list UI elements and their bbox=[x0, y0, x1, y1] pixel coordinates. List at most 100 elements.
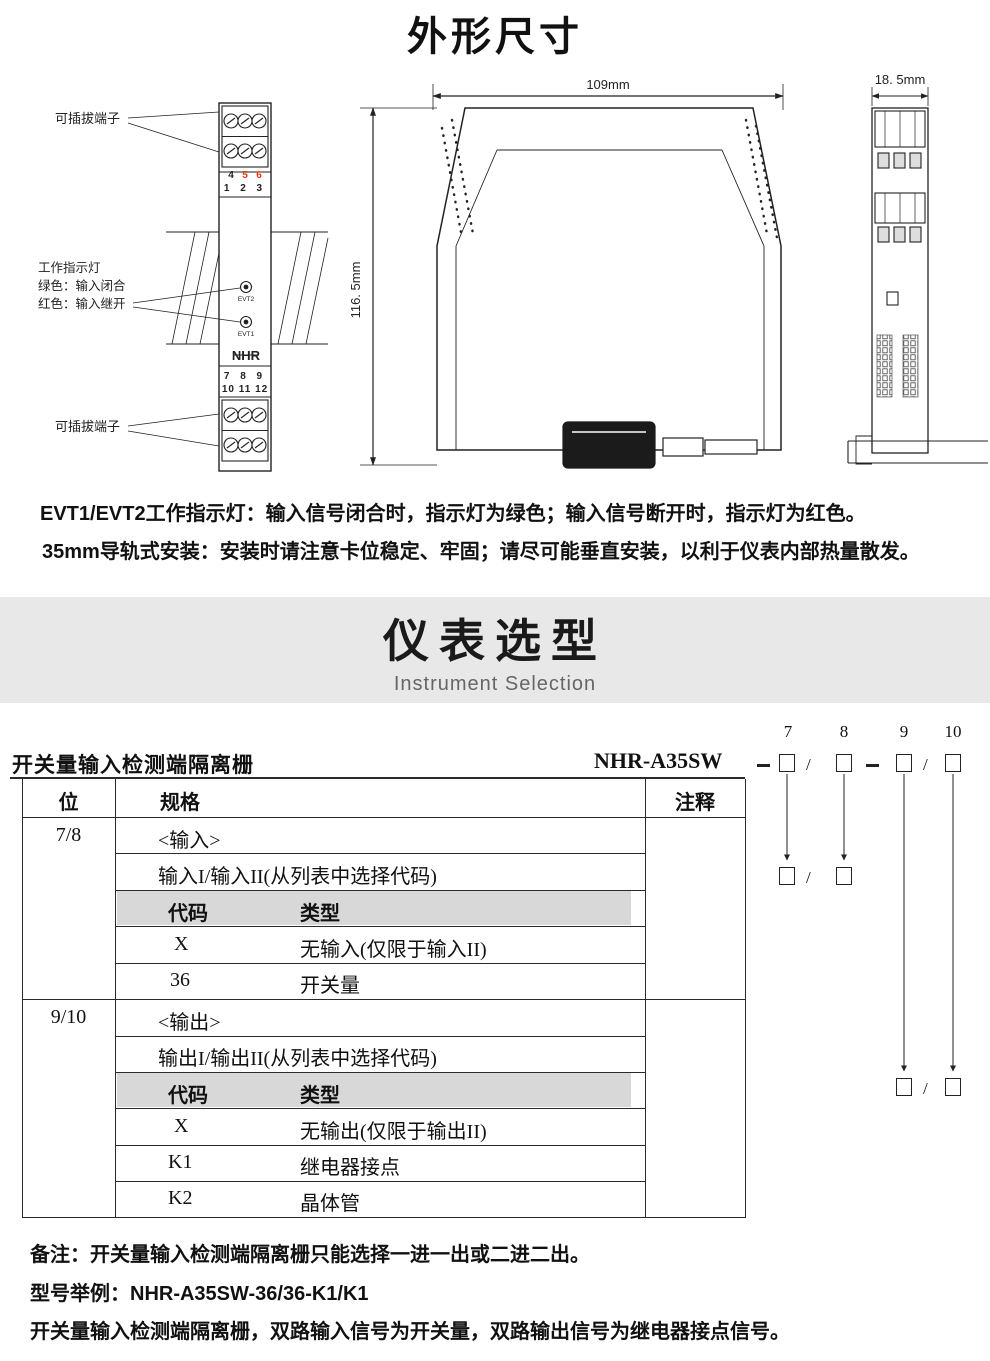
outline-drawing: 4 5 6 1 2 3 EVT2 EVT1 NHR 7 8 9 bbox=[38, 72, 988, 472]
leader-lines bbox=[127, 111, 241, 447]
din-rail-section bbox=[847, 435, 988, 465]
note-mounting: 35mm导轨式安装：安装时请注意卡位稳定、牢固；请尽可能垂直安装，以利于仪表内部… bbox=[42, 541, 920, 563]
terminal-numbers-789: 7 8 9 bbox=[224, 371, 266, 382]
section-banner: 仪表选型 Instrument Selection bbox=[0, 597, 990, 703]
group-position: 9/10 bbox=[50, 1006, 87, 1028]
digit-10: 10 bbox=[944, 722, 962, 741]
terminal-number-4: 4 bbox=[228, 170, 234, 181]
depth-view bbox=[847, 87, 988, 465]
col-header-position: 位 bbox=[58, 792, 79, 814]
code-box-9 bbox=[896, 754, 912, 772]
table-line bbox=[115, 1108, 645, 1109]
table-line bbox=[745, 779, 746, 1217]
group-subtitle: 输出I/输出II(从列表中选择代码) bbox=[158, 1048, 437, 1070]
digit-8: 8 bbox=[839, 722, 849, 741]
profile-outline bbox=[436, 107, 782, 451]
table-line bbox=[115, 1036, 645, 1037]
table-top-rule bbox=[10, 777, 745, 779]
vent-grid-1 bbox=[876, 334, 893, 398]
page-title: 外形尺寸 bbox=[407, 15, 583, 59]
label-indicator-3: 红色：输入继开 bbox=[38, 296, 126, 311]
type-label: 类型 bbox=[300, 1085, 340, 1107]
terminal-numbers-123: 1 2 3 bbox=[224, 183, 266, 194]
code-value: X bbox=[174, 1115, 189, 1137]
dim-width bbox=[432, 84, 784, 110]
product-name: 开关量输入检测端隔离栅 bbox=[12, 753, 254, 777]
code-header-band bbox=[117, 891, 631, 925]
slash: / bbox=[806, 755, 811, 774]
code-label: 代码 bbox=[168, 903, 208, 925]
output-code-box-2 bbox=[945, 1078, 961, 1096]
dim-depth bbox=[871, 87, 929, 106]
label-indicator-1: 工作指示灯 bbox=[38, 260, 101, 275]
footer-example: 型号举例：NHR-A35SW-36/36-K1/K1 bbox=[30, 1283, 369, 1305]
led-evt2 bbox=[239, 280, 253, 294]
type-value: 继电器接点 bbox=[300, 1157, 400, 1179]
table-line bbox=[22, 1217, 746, 1218]
group-title: <输入> bbox=[158, 830, 221, 852]
vent-dots bbox=[440, 118, 779, 240]
led-evt2-label: EVT2 bbox=[238, 296, 255, 303]
group-subtitle: 输入I/输入II(从列表中选择代码) bbox=[158, 866, 437, 888]
type-label: 类型 bbox=[300, 903, 340, 925]
group-position: 7/8 bbox=[55, 824, 82, 846]
col-header-note: 注释 bbox=[675, 792, 715, 814]
led-evt1-label: EVT1 bbox=[238, 331, 255, 338]
dim-depth-label: 18. 5mm bbox=[875, 72, 926, 87]
slash: / bbox=[923, 1079, 928, 1098]
table-line bbox=[22, 817, 746, 818]
din-rail-right bbox=[271, 231, 329, 345]
label-terminal-top: 可插拔端子 bbox=[55, 111, 120, 126]
rail-foot-1 bbox=[662, 437, 704, 457]
table-line bbox=[115, 926, 645, 927]
type-value: 无输入(仅限于输入II) bbox=[300, 939, 487, 961]
din-rail-left bbox=[166, 231, 220, 345]
code-value: K2 bbox=[168, 1187, 193, 1209]
footer-remark: 备注：开关量输入检测端隔离栅只能选择一进一出或二进二出。 bbox=[30, 1244, 590, 1266]
table-line bbox=[22, 999, 746, 1000]
code-box-7 bbox=[779, 754, 795, 772]
table-line bbox=[115, 779, 116, 1217]
dim-height-label: 116. 5mm bbox=[348, 262, 363, 319]
code-header-band bbox=[117, 1073, 631, 1107]
digit-7: 7 bbox=[783, 722, 793, 741]
type-value: 无输出(仅限于输出II) bbox=[300, 1121, 487, 1143]
code-box-8 bbox=[836, 754, 852, 772]
footer-description: 开关量输入检测端隔离栅，双路输入信号为开关量，双路输出信号为继电器接点信号。 bbox=[30, 1321, 790, 1343]
type-value: 晶体管 bbox=[300, 1193, 360, 1215]
terminal-numbers-101112: 10 11 12 bbox=[222, 384, 268, 395]
input-code-box-2 bbox=[836, 867, 852, 885]
terminal-block-top bbox=[221, 105, 269, 168]
code-label: 代码 bbox=[168, 1085, 208, 1107]
terminal-number-6: 6 bbox=[256, 170, 262, 181]
code-value: X bbox=[174, 933, 189, 955]
vent-grid-2 bbox=[902, 334, 919, 398]
code-box-10 bbox=[945, 754, 961, 772]
terminal-block-bottom bbox=[221, 399, 269, 462]
slash: / bbox=[806, 868, 811, 887]
dim-width-label: 109mm bbox=[586, 77, 629, 92]
digit-9: 9 bbox=[899, 722, 909, 741]
dash bbox=[866, 764, 879, 767]
code-value: K1 bbox=[168, 1151, 193, 1173]
table-line bbox=[115, 853, 645, 854]
table-line bbox=[115, 963, 645, 964]
group-title: <输出> bbox=[158, 1012, 221, 1034]
note-indicator: EVT1/EVT2工作指示灯：输入信号闭合时，指示灯为绿色；输入信号断开时，指示… bbox=[40, 503, 866, 525]
table-line bbox=[115, 1181, 645, 1182]
table-line bbox=[115, 1145, 645, 1146]
slash: / bbox=[923, 755, 928, 774]
led-evt1 bbox=[239, 315, 253, 329]
input-code-box-1 bbox=[779, 867, 795, 885]
table-line bbox=[645, 779, 646, 1217]
terminal-number-5: 5 bbox=[242, 170, 248, 181]
label-indicator-2: 绿色：输入闭合 bbox=[38, 278, 126, 293]
front-view: 4 5 6 1 2 3 EVT2 EVT1 NHR 7 8 9 bbox=[127, 102, 329, 472]
dim-height bbox=[360, 107, 437, 466]
output-code-box-1 bbox=[896, 1078, 912, 1096]
col-header-spec: 规格 bbox=[160, 792, 200, 814]
banner-subtitle: Instrument Selection bbox=[393, 673, 597, 695]
table-line bbox=[115, 890, 645, 891]
code-value: 36 bbox=[170, 969, 190, 991]
